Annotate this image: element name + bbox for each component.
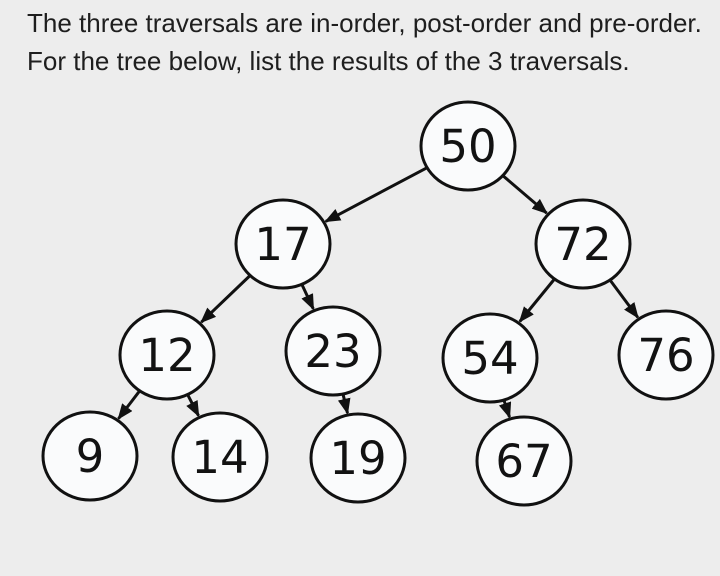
node-circle-76: [617, 309, 715, 401]
edge-23-19: [337, 393, 351, 415]
tree-node-72: 72: [534, 198, 632, 290]
node-label-50: 50: [439, 120, 496, 173]
edge-12-9: [117, 389, 141, 420]
node-label-76: 76: [637, 329, 694, 382]
tree-node-67: 67: [475, 415, 573, 507]
node-circle-9: [41, 410, 139, 502]
edge-12-14: [186, 393, 200, 418]
tree-node-50: 50: [419, 100, 517, 192]
node-label-19: 19: [329, 432, 386, 485]
tree-node-9: 9: [41, 410, 139, 502]
question-line-2: For the tree below, list the results of …: [27, 46, 630, 76]
node-circle-54: [441, 312, 539, 404]
edge-72-54: [518, 278, 556, 323]
edge-17-23: [300, 283, 315, 311]
tree-node-19: 19: [309, 412, 407, 504]
edge-17-12: [200, 274, 252, 324]
node-circle-50: [419, 100, 517, 192]
edge-72-76: [608, 279, 640, 319]
node-circle-67: [475, 415, 573, 507]
node-label-12: 12: [138, 329, 195, 382]
node-circle-23: [284, 305, 382, 397]
tree-node-12: 12: [118, 309, 216, 401]
tree-node-17: 17: [234, 198, 332, 290]
node-circle-12: [118, 309, 216, 401]
edge-50-72: [501, 174, 548, 215]
node-label-17: 17: [254, 218, 311, 271]
node-label-14: 14: [191, 431, 248, 484]
tree-node-23: 23: [284, 305, 382, 397]
node-circle-17: [234, 198, 332, 290]
tree-node-14: 14: [171, 411, 269, 503]
question-text: The three traversals are in-order, post-…: [27, 4, 717, 80]
node-label-72: 72: [554, 218, 611, 271]
node-label-9: 9: [76, 430, 105, 483]
tree-node-76: 76: [617, 309, 715, 401]
node-label-54: 54: [461, 332, 518, 385]
node-circle-19: [309, 412, 407, 504]
question-line-1: The three traversals are in-order, post-…: [27, 8, 702, 38]
edge-50-17: [324, 166, 428, 223]
node-label-67: 67: [495, 435, 552, 488]
node-label-23: 23: [304, 325, 361, 378]
tree-node-54: 54: [441, 312, 539, 404]
node-circle-14: [171, 411, 269, 503]
node-circle-72: [534, 198, 632, 290]
edge-54-67: [498, 399, 512, 419]
